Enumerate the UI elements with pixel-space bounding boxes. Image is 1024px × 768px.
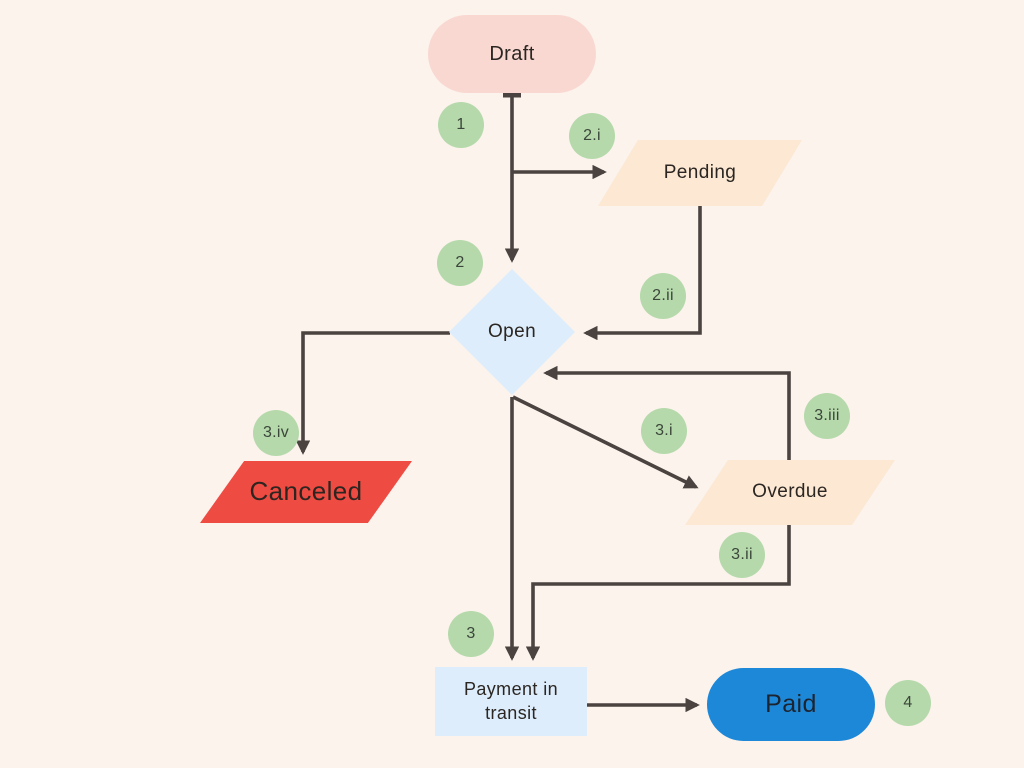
step-badge-2i-label: 2.i	[583, 127, 601, 144]
node-draft-label: Draft	[489, 43, 535, 65]
step-badge-3-label: 3	[466, 625, 476, 642]
step-badge-3iv: 3.iv	[253, 410, 299, 456]
node-payment-in-transit-label: Payment in transit	[463, 679, 559, 723]
step-badge-2-label: 2	[455, 254, 465, 271]
step-badge-3ii-label: 3.ii	[731, 546, 753, 563]
node-paid-label: Paid	[765, 690, 817, 719]
node-open-label: Open	[487, 320, 537, 342]
step-badge-3ii: 3.ii	[719, 532, 765, 578]
edge-open-to-overdue	[512, 395, 699, 489]
step-badge-3iv-label: 3.iv	[262, 424, 290, 441]
step-badge-3i: 3.i	[641, 408, 687, 454]
node-paid: Paid	[707, 668, 875, 741]
step-badge-3iii: 3.iii	[804, 393, 850, 439]
edge-open-to-canceled	[295, 331, 450, 455]
node-canceled-label: Canceled	[249, 476, 363, 507]
node-overdue-label: Overdue	[752, 481, 828, 503]
step-badge-3iii-label: 3.iii	[814, 407, 840, 424]
edge-pending-to-open	[583, 206, 702, 341]
step-badge-3i-label: 3.i	[655, 422, 673, 439]
step-badge-2ii: 2.ii	[640, 273, 686, 319]
node-payment-in-transit: Payment in transit	[435, 667, 587, 736]
edge-overdue-to-open	[543, 365, 791, 460]
step-badge-3: 3	[448, 611, 494, 657]
step-badge-4-label: 4	[903, 694, 913, 711]
step-badge-2ii-label: 2.ii	[652, 287, 674, 304]
step-badge-2: 2	[437, 240, 483, 286]
node-pending: Pending	[598, 140, 802, 206]
step-badge-2i: 2.i	[569, 113, 615, 159]
step-badge-4: 4	[885, 680, 931, 726]
step-badge-1-label: 1	[456, 116, 466, 133]
step-badge-1: 1	[438, 102, 484, 148]
node-pending-label: Pending	[663, 161, 737, 183]
node-draft: Draft	[428, 15, 596, 93]
edge-overdue-to-payment	[525, 525, 791, 661]
